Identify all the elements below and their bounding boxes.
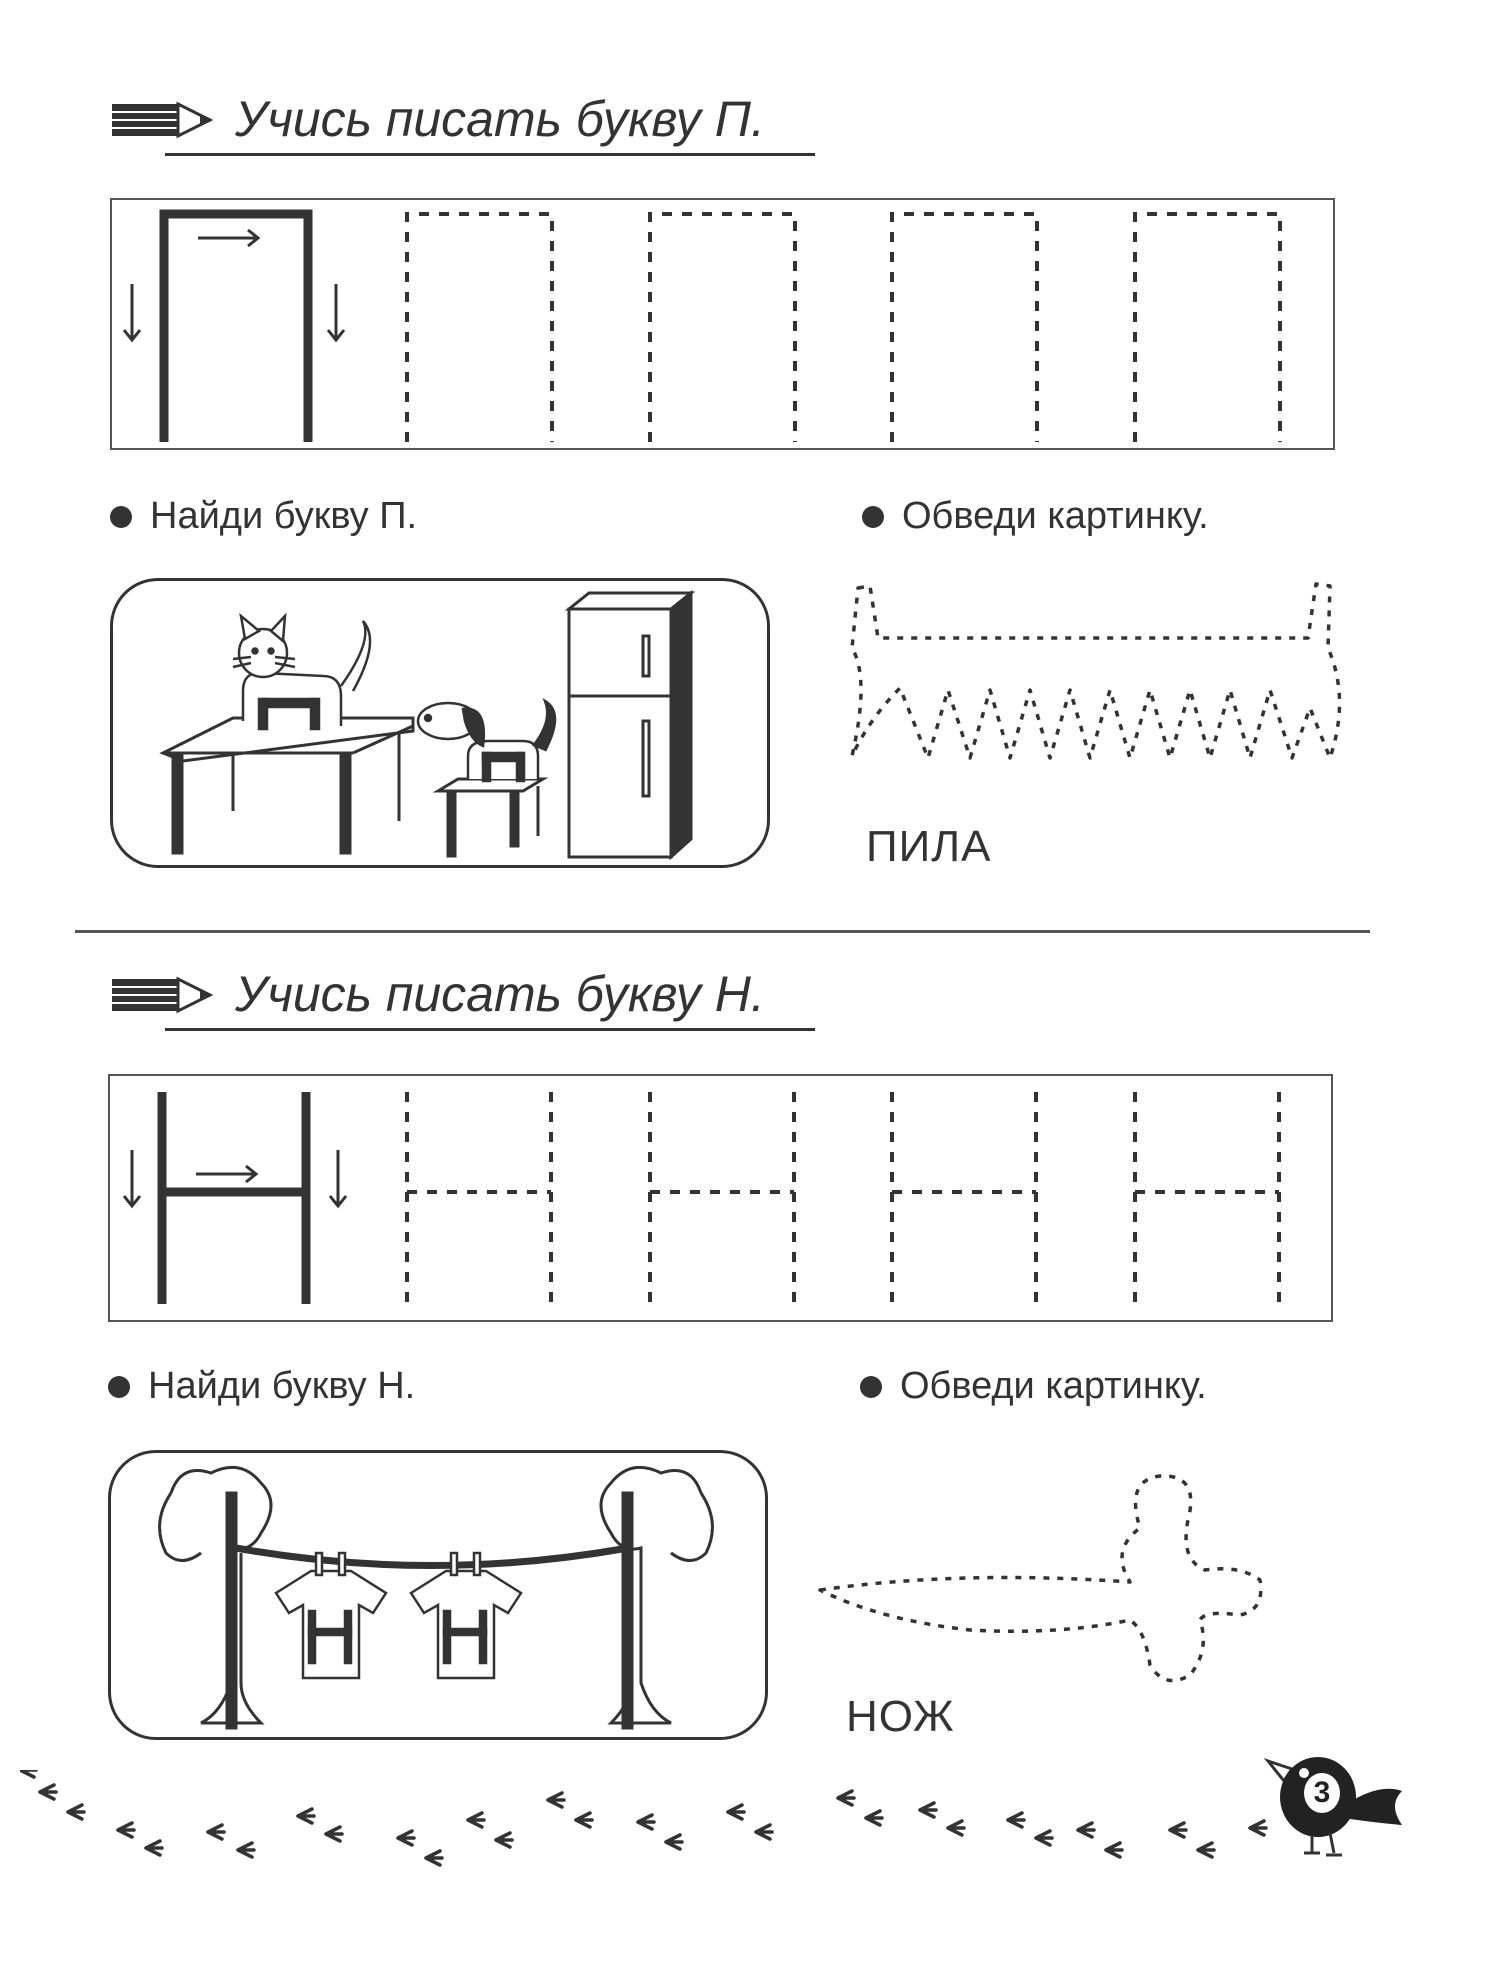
letter-p-tracing-guides [122,209,1282,442]
heading-underline [165,1028,815,1031]
section-letter-p: Учись писать букву П. [0,0,1500,930]
section-heading: Учись писать букву П. [235,91,765,147]
find-label: Найди букву П. [150,495,418,537]
letter-p-dashed [405,212,1282,442]
trace-picture-instruction: Обведи картинку. [862,495,1209,538]
trace-label: Обведи картинку. [902,495,1209,537]
bullet-icon [862,505,884,528]
shirt-illustration [409,1551,523,1680]
letter-n-tracing-guides [122,1092,1281,1304]
bullet-icon [108,1375,130,1398]
bullet-icon [110,505,132,528]
scene-p [159,589,696,861]
trace-word-label: НОЖ [846,1692,955,1741]
find-letter-picture-p[interactable] [110,578,770,868]
trace-label: Обведи картинку. [900,1365,1207,1407]
dog-illustration [416,698,557,783]
find-letter-picture-n[interactable] [108,1450,768,1740]
letter-n-model [157,1092,311,1304]
bullet-icon [860,1375,882,1398]
page-number: 3 [1304,1773,1340,1813]
section-divider [75,930,1370,933]
arrow-right-icon [196,1164,259,1184]
shirt-illustration [274,1551,388,1680]
section-letter-n: Учись писать букву Н. [0,940,1500,1770]
arrow-down-icon [122,1150,348,1209]
section-heading: Учись писать букву Н. [235,966,765,1022]
tree-illustration [599,1465,714,1730]
letter-p-model [159,209,313,442]
table-illustration [159,716,415,855]
stool-illustration [432,777,549,858]
knife-trace-outline[interactable] [810,1470,1330,1710]
letter-n-dashed [405,1092,1281,1304]
heading-underline [165,153,815,156]
find-letter-instruction: Найди букву Н. [108,1365,415,1408]
tree-illustration [158,1465,273,1730]
clothesline-illustration [235,1544,629,1569]
page-number-badge: 3 [1260,1735,1410,1865]
trace-picture-instruction: Обведи картинку. [860,1365,1207,1408]
letter-p-tracing-box[interactable] [110,198,1335,450]
letter-n-tracing-box[interactable] [108,1074,1333,1322]
refrigerator-illustration [564,589,696,861]
pencil-icon [112,101,214,139]
arrow-down-icon [122,284,346,343]
bird-footprints-icon [20,1770,1268,1867]
saw-trace-outline[interactable] [830,578,1350,778]
find-letter-instruction: Найди букву П. [110,495,417,538]
arrow-right-icon [198,228,261,248]
cat-illustration [232,612,372,731]
scene-n [158,1465,714,1730]
find-label: Найди букву Н. [148,1365,416,1407]
pencil-icon [112,976,214,1014]
trace-word-label: ПИЛА [866,822,992,871]
